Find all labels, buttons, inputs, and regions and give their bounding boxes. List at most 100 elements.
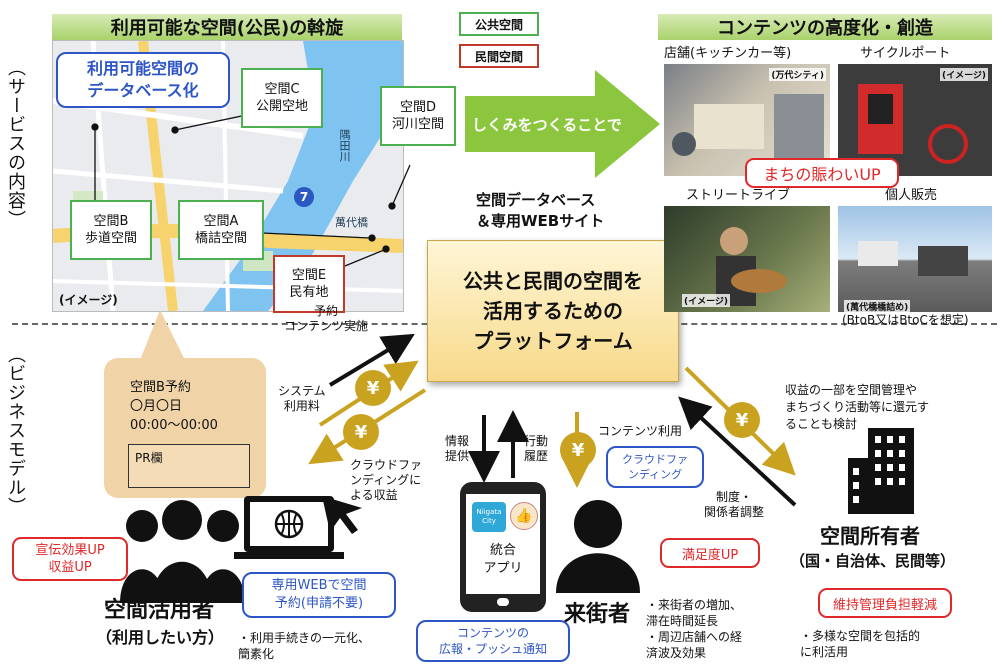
reserve-label: 予約 コンテンツ実施 bbox=[284, 304, 368, 334]
street-photo: (イメージ) bbox=[664, 206, 830, 312]
user-effect-badge: 宣伝効果UP 収益UP bbox=[12, 537, 128, 581]
map-caption: (イメージ) bbox=[59, 293, 118, 307]
booking-date: 〇月〇日 bbox=[130, 399, 183, 414]
side-label-service: （サービスの内容） bbox=[5, 58, 26, 229]
system-fee-label: システム 利用料 bbox=[278, 384, 326, 414]
phone-icon[interactable]: Niigata City 👍 統合 アプリ bbox=[460, 482, 546, 612]
owner-sub: （国・自治体、民間等） bbox=[790, 552, 956, 570]
space-a-label[interactable]: 空間A 橋詰空間 bbox=[178, 200, 264, 260]
crowd-revenue-line2: ンディングに bbox=[350, 473, 422, 487]
owner-note-line2: に利活用 bbox=[800, 645, 849, 659]
right-title-banner: コンテンツの高度化・創造 bbox=[658, 14, 992, 40]
info-line1: 情報 bbox=[445, 434, 470, 448]
user-effect-line2: 収益UP bbox=[48, 560, 92, 575]
booking-title: 空間B予約 bbox=[130, 380, 191, 395]
owner-note-line1: ・多様な空間を包括的 bbox=[800, 629, 921, 643]
left-title: 利用可能な空間(公民)の斡旋 bbox=[110, 18, 344, 39]
space-e-name: 空間E bbox=[291, 268, 327, 283]
return-line2: まちづくり活動等に還元す bbox=[785, 400, 930, 414]
cycle-tag: (イメージ) bbox=[939, 68, 988, 81]
web-booking-line2: 予約(申請不要) bbox=[274, 596, 364, 611]
database-label-line1: 利用可能空間の bbox=[86, 59, 199, 78]
street-tag: (イメージ) bbox=[682, 294, 731, 307]
crowd-revenue-line1: クラウドファ bbox=[350, 458, 423, 472]
visitor-note-line2: 滞在時間延長 bbox=[646, 614, 719, 628]
notify-line2: 広報・プッシュ通知 bbox=[438, 642, 547, 656]
space-a-type: 橋詰空間 bbox=[194, 231, 247, 246]
action-line2: 履歴 bbox=[524, 449, 549, 463]
action-line1: 行動 bbox=[524, 434, 549, 448]
right-title: コンテンツの高度化・創造 bbox=[717, 18, 933, 39]
people-icon bbox=[120, 500, 245, 603]
platform-line1: 公共と民間の空間を bbox=[463, 269, 643, 293]
user-note-line1: ・利用手続きの一元化、 bbox=[238, 631, 371, 645]
platform-line3: プラットフォーム bbox=[473, 329, 633, 353]
building-icon bbox=[848, 428, 914, 514]
owner-effect-badge: 維持管理負担軽減 bbox=[818, 588, 952, 618]
sales-label: 個人販売 bbox=[885, 188, 938, 203]
cursor-icon bbox=[322, 496, 362, 534]
btob-note: (BtoB又はBtoCを想定) bbox=[842, 313, 969, 327]
space-e-type: 民有地 bbox=[289, 285, 329, 300]
shop-photo: (万代シティ) bbox=[664, 64, 830, 176]
space-b-type: 歩道空間 bbox=[84, 231, 137, 246]
adjust-line1: 制度・ bbox=[716, 490, 753, 504]
system-fee-line1: システム bbox=[278, 384, 326, 398]
db-site-line2: ＆専用WEBサイト bbox=[476, 212, 605, 230]
visitor-title: 来街者 bbox=[564, 602, 631, 627]
space-e-label[interactable]: 空間E 民有地 bbox=[273, 255, 345, 313]
space-c-label[interactable]: 空間C 公開空地 bbox=[241, 68, 323, 128]
visitor-note-line4: 済波及効果 bbox=[646, 646, 707, 660]
adjust-label: 制度・ 関係者調整 bbox=[704, 490, 764, 520]
app-brand: Niigata City bbox=[476, 508, 502, 525]
arrow-shape bbox=[465, 70, 660, 178]
adjust-line2: 関係者調整 bbox=[704, 505, 765, 519]
route-badge: 7 bbox=[294, 187, 314, 207]
space-c-type: 公開空地 bbox=[255, 99, 308, 114]
crowdfunding-line2: ンディング bbox=[627, 468, 683, 481]
bridge-text: 萬代橋 bbox=[335, 216, 368, 229]
legend-private-label: 民間空間 bbox=[474, 49, 523, 64]
space-d-label[interactable]: 空間D 河川空間 bbox=[380, 86, 456, 146]
visitor-note-line1: ・来街者の増加、 bbox=[646, 598, 743, 612]
arrow-text: しくみをつくることで bbox=[472, 116, 622, 134]
platform-line2: 活用するための bbox=[483, 299, 623, 323]
space-b-label[interactable]: 空間B 歩道空間 bbox=[70, 200, 152, 260]
sales-tag: (萬代橋橋詰め) bbox=[844, 300, 911, 312]
space-user-sub: （利用したい方） bbox=[96, 628, 225, 647]
pr-field-label: PR欄 bbox=[135, 451, 163, 465]
return-note: 収益の一部を空間管理や まちづくり活動等に還元す ることも検討 bbox=[785, 382, 929, 433]
thumbs-up-icon: 👍 bbox=[510, 502, 538, 530]
content-use-label: コンテンツ利用 bbox=[598, 424, 683, 438]
space-c-name: 空間C bbox=[264, 82, 300, 97]
space-d-name: 空間D bbox=[399, 100, 436, 115]
return-line3: ることも検討 bbox=[785, 417, 858, 431]
db-site-title: 空間データベース ＆専用WEBサイト bbox=[476, 190, 604, 232]
app-label: 統合 アプリ bbox=[466, 542, 540, 578]
space-b-name: 空間B bbox=[93, 214, 129, 229]
user-note: ・利用手続きの一元化、 簡素化 bbox=[238, 630, 370, 662]
app-label-line2: アプリ bbox=[483, 561, 523, 576]
app-logo-icon: Niigata City bbox=[472, 502, 506, 532]
database-label-line2: データベース化 bbox=[87, 81, 199, 100]
yen-icon-visitor: ¥ bbox=[560, 432, 596, 468]
yen-icon-system: ¥ bbox=[355, 370, 391, 406]
side-label-business: （ビジネスモデル） bbox=[5, 345, 26, 516]
user-note-line2: 簡素化 bbox=[238, 647, 275, 661]
crowdfunding-box: クラウドファ ンディング bbox=[606, 446, 704, 488]
owner-title: 空間所有者 bbox=[820, 524, 920, 548]
street-label: ストリートライブ bbox=[686, 188, 791, 203]
info-line2: 提供 bbox=[445, 449, 470, 463]
action-label: 行動 履歴 bbox=[524, 434, 548, 464]
satisfaction-badge: 満足度UP bbox=[660, 538, 760, 568]
yen-icon-owner: ¥ bbox=[724, 402, 760, 438]
crowd-revenue-label: クラウドファ ンディングに よる収益 bbox=[350, 458, 422, 503]
notify-line1: コンテンツの bbox=[456, 626, 529, 640]
space-user-title: 空間活用者 bbox=[104, 598, 215, 623]
legend-public: 公共空間 bbox=[459, 12, 539, 36]
info-label: 情報 提供 bbox=[445, 434, 469, 464]
shop-tag: (万代シティ) bbox=[769, 68, 826, 81]
user-effect-line1: 宣伝効果UP bbox=[35, 543, 105, 558]
booking-time: 00:00〜00:00 bbox=[130, 418, 218, 433]
pr-field[interactable]: PR欄 bbox=[128, 444, 250, 488]
